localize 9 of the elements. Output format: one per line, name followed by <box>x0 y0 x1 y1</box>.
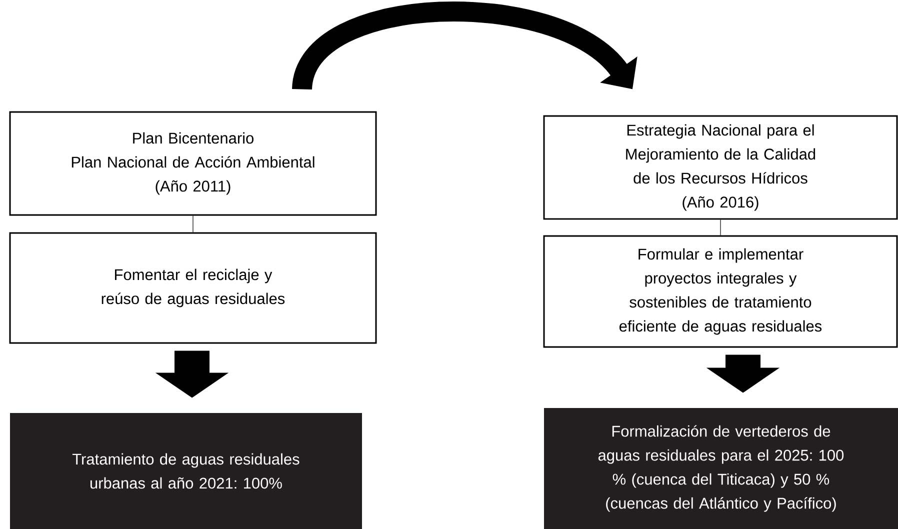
connector-line <box>192 215 194 233</box>
process-box: Plan Bicentenario Plan Nacional de Acción Ambiental (Año 2011) <box>9 111 377 216</box>
connector-line <box>720 219 721 236</box>
process-box: Formular e implementar proyectos integrales y sostenibles de tratamiento eficiente de aguas residuales <box>543 235 898 348</box>
process-box: Fomentar el reciclaje y reúso de aguas residuales <box>9 232 377 344</box>
process-box: Estrategia Nacional para el Mejoramiento de la Calidad de los Recursos Hídricos (Año 2016) <box>543 115 898 220</box>
result-box: Tratamiento de aguas residuales urbanas al año 2021: 100% <box>10 413 362 529</box>
curved-arrow <box>292 2 638 92</box>
result-box: Formalización de vertederos de aguas residuales para el 2025: 100 % (cuenca del Titicaca) y 50 % (cuencas del Atlántico y Pacífico) <box>544 408 898 529</box>
